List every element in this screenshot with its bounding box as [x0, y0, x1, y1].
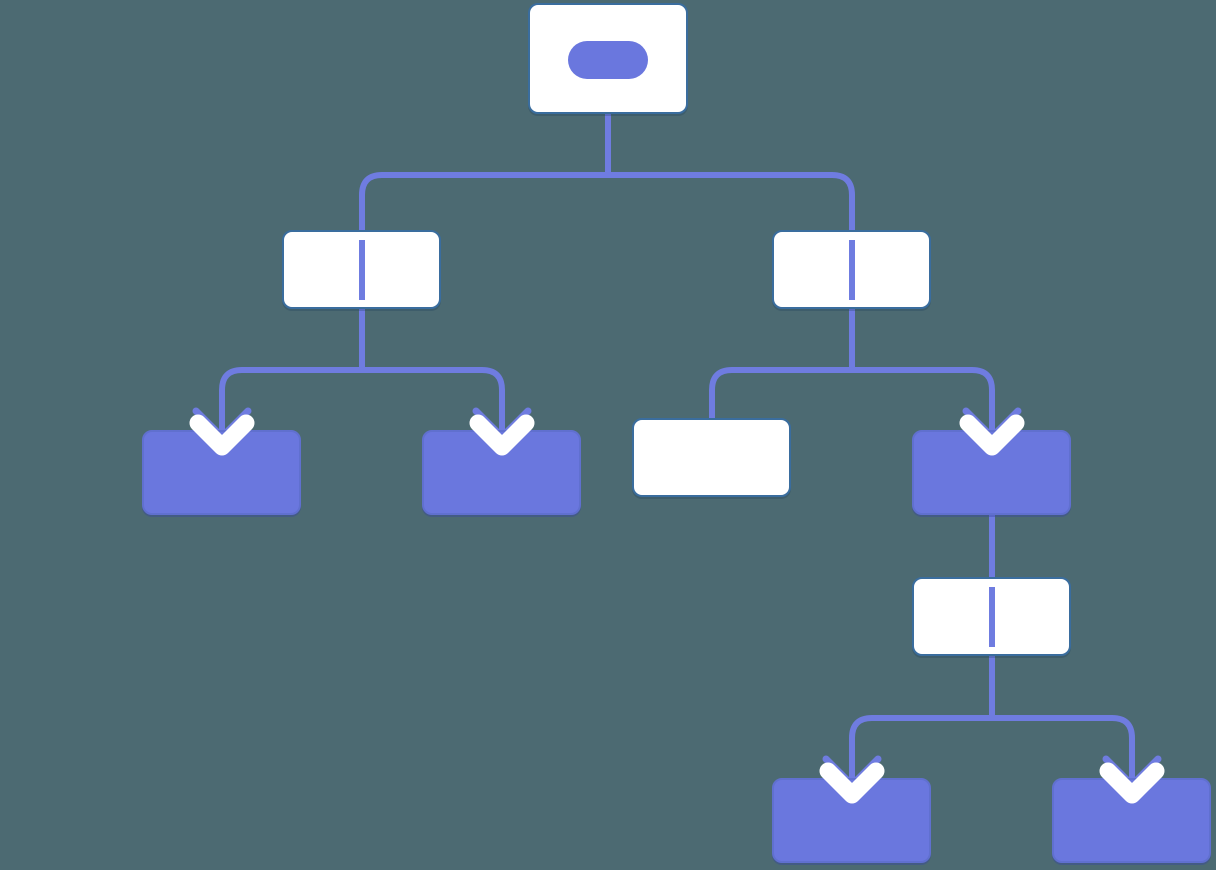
node-root[interactable]: [528, 3, 688, 114]
node-branch-deep[interactable]: [912, 577, 1071, 656]
edge-n1-n3: [219, 367, 362, 432]
edge-n0-n2: [608, 172, 855, 320]
node-branch-right[interactable]: [772, 230, 931, 309]
node-leaf-left-2[interactable]: [422, 430, 581, 515]
edge-n7-n9: [992, 715, 1135, 780]
node-branch-purple-right[interactable]: [912, 430, 1071, 515]
edge-n1-n4: [362, 367, 505, 432]
node-leaf-deep-1[interactable]: [772, 778, 931, 863]
node-branch-left[interactable]: [282, 230, 441, 309]
edge-n7-n8: [849, 715, 992, 780]
node-leaf-left-1[interactable]: [142, 430, 301, 515]
root-pill-badge: [568, 41, 648, 79]
edge-n2-n5: [709, 367, 852, 420]
node-leaf-white-right[interactable]: [632, 418, 791, 497]
edge-n2-n6: [852, 367, 995, 432]
edge-n0-n1: [359, 172, 608, 320]
node-leaf-deep-2[interactable]: [1052, 778, 1211, 863]
